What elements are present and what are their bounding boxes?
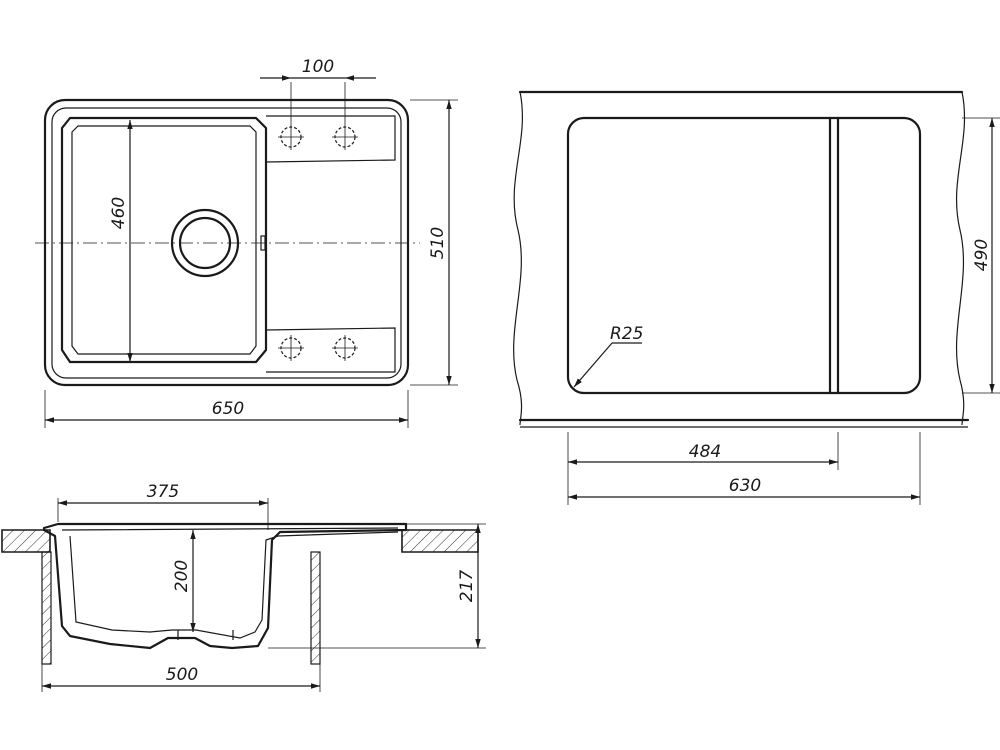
sink-outer-rim [43,98,410,387]
drainboard-top-band [265,115,396,163]
dim-section-bowl-height: 200 [172,560,192,592]
dim-overall-depth: 510 [428,227,448,259]
top-view: 460 100 510 650 [35,57,458,428]
countertop-edge-right [955,91,966,426]
drainboard-bottom-band [265,327,396,373]
dim-section-total-height: 217 [457,570,477,603]
cabinet-wall-left [41,551,52,665]
dim-bowl-depth: 460 [109,197,129,229]
countertop-section-left [1,529,51,553]
bowl-outline [60,116,268,364]
corner-radius-label: R25 [610,324,643,344]
dim-section-cabinet-width: 500 [166,665,198,685]
dim-cutout-width: 630 [729,476,761,496]
dim-cutout-height: 490 [972,239,992,271]
dim-tap-spacing: 100 [302,57,334,77]
cabinet-wall-right [310,551,321,665]
section-view: 375 200 217 500 [1,482,486,692]
dim-overall-width: 650 [212,399,244,419]
sink-cutout [566,116,922,395]
cutout-view: R25 490 484 630 [513,90,1000,505]
sink-section-inner [61,527,399,639]
dim-bowl-width: 484 [689,442,721,462]
countertop-edge-left [513,91,523,426]
sink-section-outer [42,522,408,650]
dim-section-bowl-width: 375 [147,482,179,502]
countertop-section-right [401,529,479,553]
bowl-inner [71,125,257,355]
